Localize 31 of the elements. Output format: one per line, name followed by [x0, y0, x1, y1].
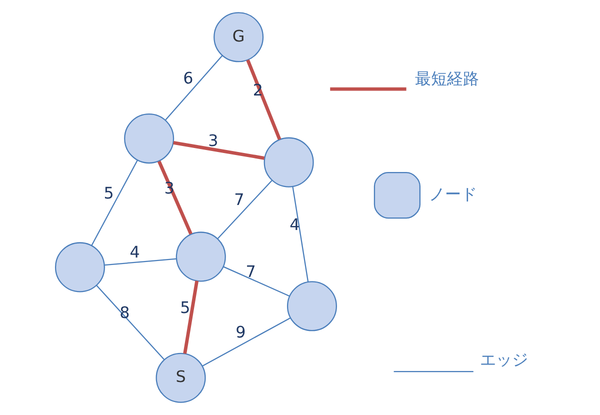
- node-circle: S: [156, 352, 206, 403]
- connector: [165, 55, 223, 120]
- connector: [104, 258, 177, 266]
- connector: [223, 266, 290, 297]
- edge-label: 3: [208, 131, 218, 150]
- edge-label: 7: [234, 190, 244, 210]
- connector: [246, 59, 282, 140]
- edge-label: 5: [180, 298, 190, 317]
- legend-label: エッジ: [480, 350, 528, 369]
- edge-label: 4: [130, 242, 140, 262]
- legend-label: ノード: [429, 184, 478, 204]
- node-circle: [286, 281, 337, 332]
- connector: [96, 285, 165, 360]
- node-circle: [54, 242, 105, 292]
- connector: [183, 280, 199, 354]
- connector: [292, 186, 309, 282]
- edge-label: 5: [104, 184, 114, 203]
- legend-label: 最短経路: [414, 69, 479, 88]
- node-circle: [176, 232, 226, 282]
- connector: [91, 160, 138, 246]
- edge-label: 7: [246, 262, 256, 282]
- edge-label: 6: [183, 68, 194, 88]
- node-circle: G: [214, 12, 264, 62]
- connector: [157, 160, 192, 235]
- edge-label: 4: [290, 214, 300, 234]
- connector: [217, 180, 272, 239]
- edge-label: 9: [236, 322, 246, 342]
- connector: [202, 318, 291, 366]
- node-circle: [264, 137, 314, 188]
- connector: [173, 141, 265, 160]
- node-circle: [124, 114, 174, 164]
